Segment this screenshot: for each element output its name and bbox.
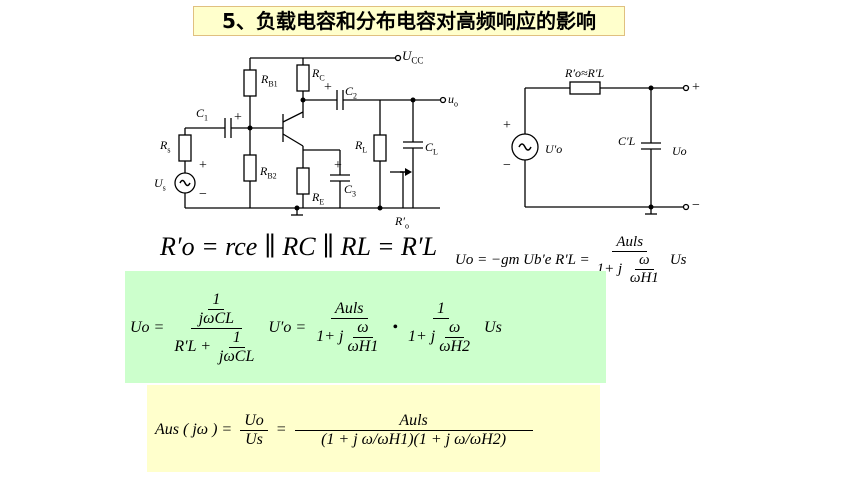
eq4-eq: =: [275, 421, 287, 438]
eq3-us: Us: [484, 319, 502, 336]
uo-label: uo: [448, 92, 458, 109]
rb2-label: RB2: [260, 164, 277, 181]
eq3-wh2: ωH2: [439, 338, 471, 355]
equation-ro: R′o = rce ∥ RC ∥ RL = R′L: [160, 232, 438, 261]
eq2-right: Us: [669, 251, 687, 268]
c1-plus: +: [234, 110, 242, 125]
c3-label: C3: [344, 182, 357, 199]
ro-label: R′o: [395, 214, 409, 231]
eq3-wh1: ωH1: [347, 338, 379, 355]
out-plus: +: [692, 80, 700, 95]
eq3-rl: R′L +: [174, 337, 212, 355]
rb1-label: RB1: [261, 72, 278, 89]
src-plus: +: [503, 118, 511, 133]
out-label: Uo: [672, 144, 687, 158]
eq3-w-b: ω: [444, 319, 465, 338]
equation-uo-gain: Uo = −gm Ub′e R′L = Auls 1+ j ω ωH1 Us: [455, 232, 686, 288]
eq3-dot: •: [392, 319, 398, 336]
eq4-lhs: Aus ( jω ) =: [155, 421, 233, 438]
eq3-mid: U′o =: [268, 319, 307, 336]
eq3-jwcl: jωCL: [198, 309, 235, 327]
eq2-den-frac: ω ωH1: [626, 252, 663, 287]
eq2-left: Uo = −gm Ub′e R′L =: [455, 251, 590, 268]
eq2-num: Auls: [612, 234, 648, 252]
rs-label: Rs: [160, 138, 171, 155]
us-plus: +: [199, 158, 207, 173]
src-label: U′o: [545, 142, 563, 156]
cl-label: CL: [425, 140, 438, 157]
eq4-frac-main: Auls (1 + j ω/ωH1)(1 + j ω/ωH2): [294, 412, 533, 449]
c3-plus: +: [334, 158, 342, 173]
eq3-one: 1: [208, 291, 225, 310]
ro-rl-label: R′o≈R′L: [565, 66, 605, 80]
eq2-den-w: ω: [635, 252, 654, 270]
eq4-us: Us: [245, 430, 263, 448]
equation-aus: Aus ( jω ) = Uo Us = Auls (1 + j ω/ωH1)(…: [155, 392, 533, 468]
eq3-auls: Auls: [331, 300, 368, 319]
eq3-den1: 1+ j: [316, 328, 344, 346]
equation-box-green: [125, 271, 606, 383]
rl-label: RL: [355, 138, 368, 155]
c2-plus: +: [324, 80, 332, 95]
eq4-uo: Uo: [240, 412, 268, 431]
us-minus: −: [199, 187, 207, 202]
rc-label: RC: [312, 66, 325, 83]
eq3-w: ω: [353, 319, 373, 338]
c2-label: C2: [345, 84, 358, 101]
re-label: RE: [312, 190, 325, 207]
eq2-den-wh: ωH1: [629, 269, 659, 286]
eq3-lhs: Uo =: [130, 319, 165, 336]
c1-label: C1: [196, 106, 209, 123]
cap-label: C′L: [618, 134, 636, 148]
equation-box-yellow: [147, 385, 600, 472]
page-title: 5、负载电容和分布电容对高频响应的影响: [193, 6, 625, 36]
eq3-den1-b: 1+ j: [407, 328, 436, 346]
eq4-num: Auls: [294, 412, 533, 431]
src-minus: −: [503, 158, 511, 173]
eq4-frac-uo-us: Uo Us: [240, 412, 268, 449]
out-minus: −: [692, 198, 700, 213]
us-label: Us: [154, 176, 166, 193]
ucc-label: UCC: [402, 48, 424, 66]
eq4-den: (1 + j ω/ωH1)(1 + j ω/ωH2): [321, 430, 507, 448]
eq3-one-c: 1: [432, 300, 449, 319]
eq3-jwcl-b: jωCL: [219, 347, 255, 365]
eq3-one-b: 1: [228, 329, 245, 348]
